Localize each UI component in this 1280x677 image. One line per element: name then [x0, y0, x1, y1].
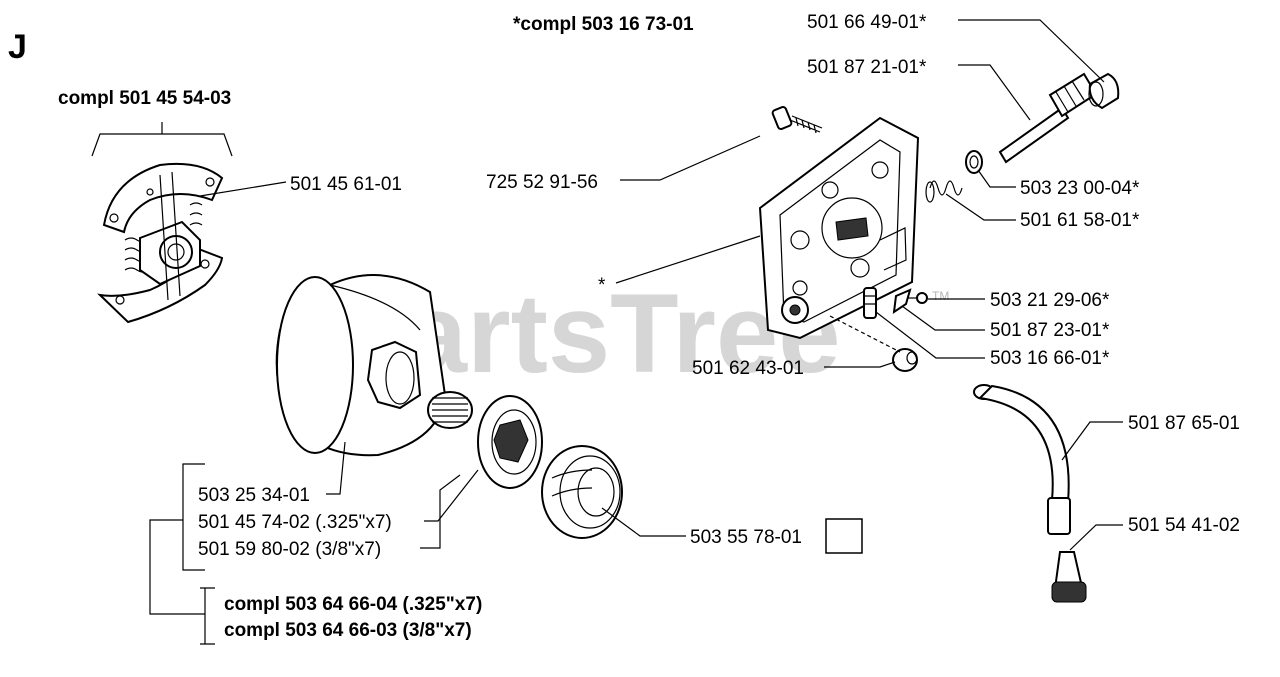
rim-38-label[interactable]: 501 59 80-02 (3/8"x7): [198, 539, 381, 560]
clutch-drum-illustration: [275, 274, 447, 457]
nipple-label[interactable]: 503 16 66-01*: [990, 348, 1110, 369]
sleeve-label[interactable]: 501 62 43-01: [692, 358, 804, 379]
pump-piston-label[interactable]: 501 87 21-01*: [807, 57, 927, 78]
section-letter: J: [8, 28, 27, 66]
plate-label[interactable]: 501 87 23-01*: [990, 320, 1110, 341]
oil-filter-illustration: [1051, 551, 1087, 603]
oil-hose-illustration: [973, 384, 1071, 535]
washer-label[interactable]: 503 23 00-04*: [1020, 178, 1140, 199]
oil-pump-housing-illustration: [758, 116, 920, 340]
adjust-screw-label[interactable]: 503 21 29-06*: [990, 290, 1110, 311]
nipple-illustration: [863, 287, 877, 319]
clutch-assembly-illustration: [97, 162, 224, 324]
sleeve-illustration: [829, 315, 918, 372]
oil-filter-label[interactable]: 501 54 41-02: [1128, 515, 1240, 536]
spring-illustration: [925, 180, 963, 203]
screw-illustration: [771, 106, 823, 134]
rim-sprocket-illustration: [477, 395, 543, 489]
spring-label[interactable]: 501 61 58-01*: [1020, 210, 1140, 231]
drum-compl-38-label[interactable]: compl 503 64 66-03 (3/8"x7): [224, 620, 472, 641]
pump-housing-label[interactable]: *: [598, 275, 606, 296]
drum-checkbox[interactable]: [825, 518, 863, 554]
pump-piston-illustration: [998, 72, 1098, 164]
plate-illustration: [892, 288, 912, 315]
washer-illustration: [965, 150, 983, 174]
pump-cap-label[interactable]: 501 66 49-01*: [807, 12, 927, 33]
pump-cap-illustration: [1088, 72, 1120, 110]
needle-bearing-illustration: [427, 391, 473, 429]
drum-sprocket-illustration: [541, 445, 623, 539]
drum-compl-325-label[interactable]: compl 503 64 66-04 (.325"x7): [224, 594, 482, 615]
oil-pump-compl-label: *compl 503 16 73-01: [513, 14, 694, 35]
drum-label[interactable]: 503 55 78-01: [690, 527, 802, 548]
clutch-spring-label[interactable]: 501 45 61-01: [290, 174, 402, 195]
screw-label[interactable]: 725 52 91-56: [486, 172, 598, 193]
clutch-compl-label: compl 501 45 54-03: [58, 88, 231, 109]
trademark-mark: TM: [932, 289, 949, 303]
oil-hose-label[interactable]: 501 87 65-01: [1128, 413, 1240, 434]
rim-325-label[interactable]: 501 45 74-02 (.325"x7): [198, 512, 392, 533]
adjust-screw-illustration: [904, 292, 928, 304]
needle-bearing-label[interactable]: 503 25 34-01: [198, 485, 310, 506]
